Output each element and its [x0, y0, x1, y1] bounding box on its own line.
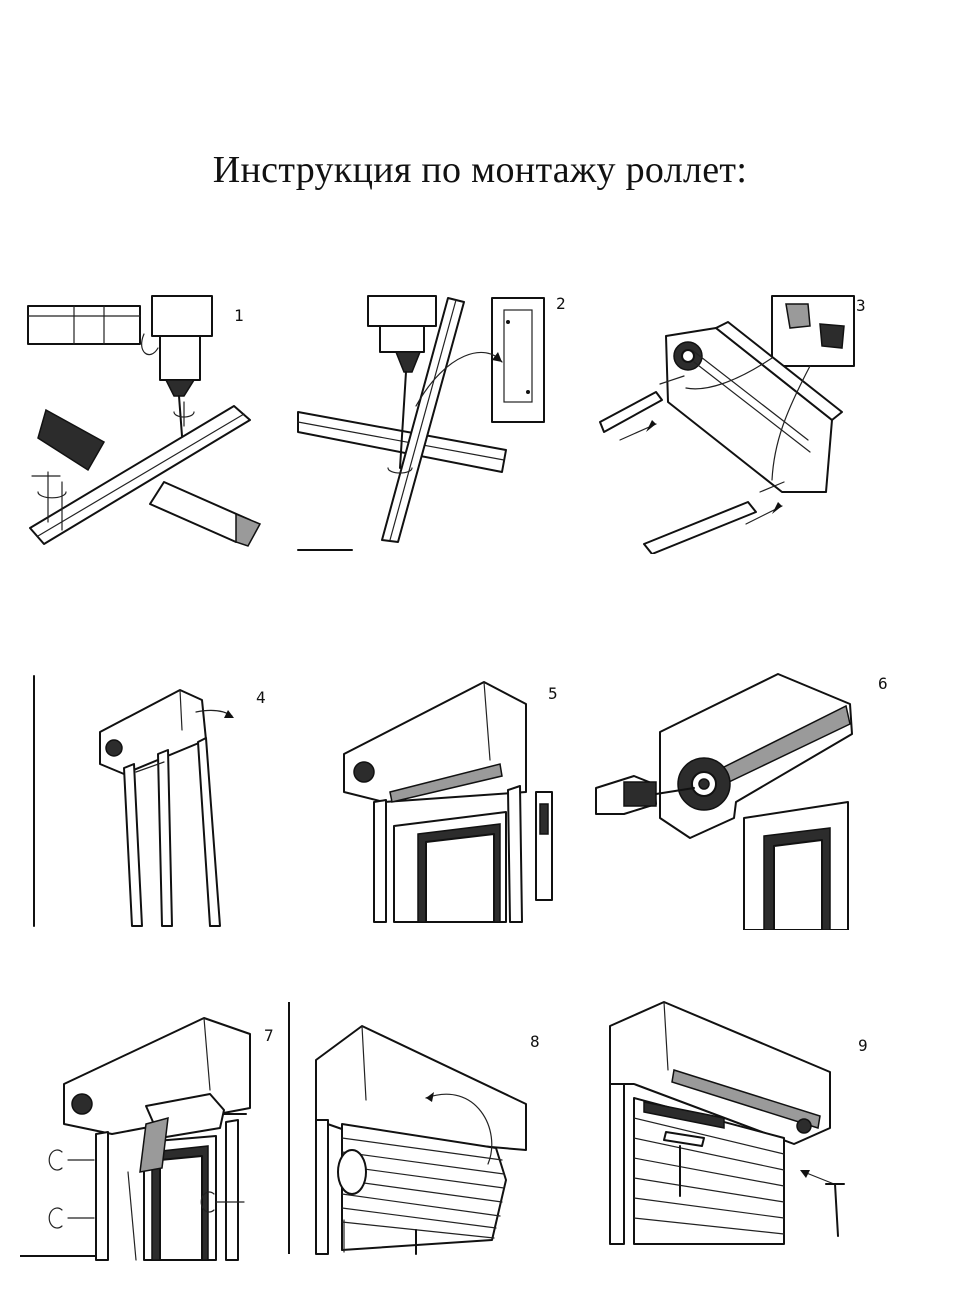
panel-divider — [288, 1002, 290, 1254]
roller-box-icon — [343, 681, 553, 923]
step-number: 6 — [878, 674, 888, 693]
screwdriver-icon — [595, 673, 853, 930]
step-1-illustration — [24, 292, 284, 554]
roller-box-icon — [33, 675, 234, 927]
step-number: 2 — [556, 294, 566, 313]
end-bar-icon — [609, 1001, 845, 1245]
step-5-illustration — [330, 672, 560, 930]
shutter-curtain-icon — [315, 1025, 527, 1255]
step-number: 1 — [234, 306, 244, 325]
guide-rail-icon — [599, 295, 855, 554]
step-4-illustration — [30, 672, 260, 930]
document-title: Инструкция по монтажу роллет: — [212, 149, 748, 191]
step-number: 9 — [858, 1036, 868, 1055]
step-2-illustration — [296, 292, 556, 554]
drill-icon — [297, 295, 545, 551]
step-9-illustration — [604, 1000, 856, 1246]
step-6-illustration — [594, 668, 856, 930]
step-number: 8 — [530, 1032, 540, 1051]
step-8-illustration — [306, 1020, 534, 1256]
step-number: 5 — [548, 684, 558, 703]
step-number: 4 — [256, 688, 266, 707]
drill-icon — [27, 295, 262, 547]
step-number: 3 — [856, 296, 866, 315]
step-7-illustration — [20, 1012, 276, 1264]
step-3-illustration — [596, 292, 860, 554]
drill-icon — [20, 1017, 251, 1261]
step-number: 7 — [264, 1026, 274, 1045]
